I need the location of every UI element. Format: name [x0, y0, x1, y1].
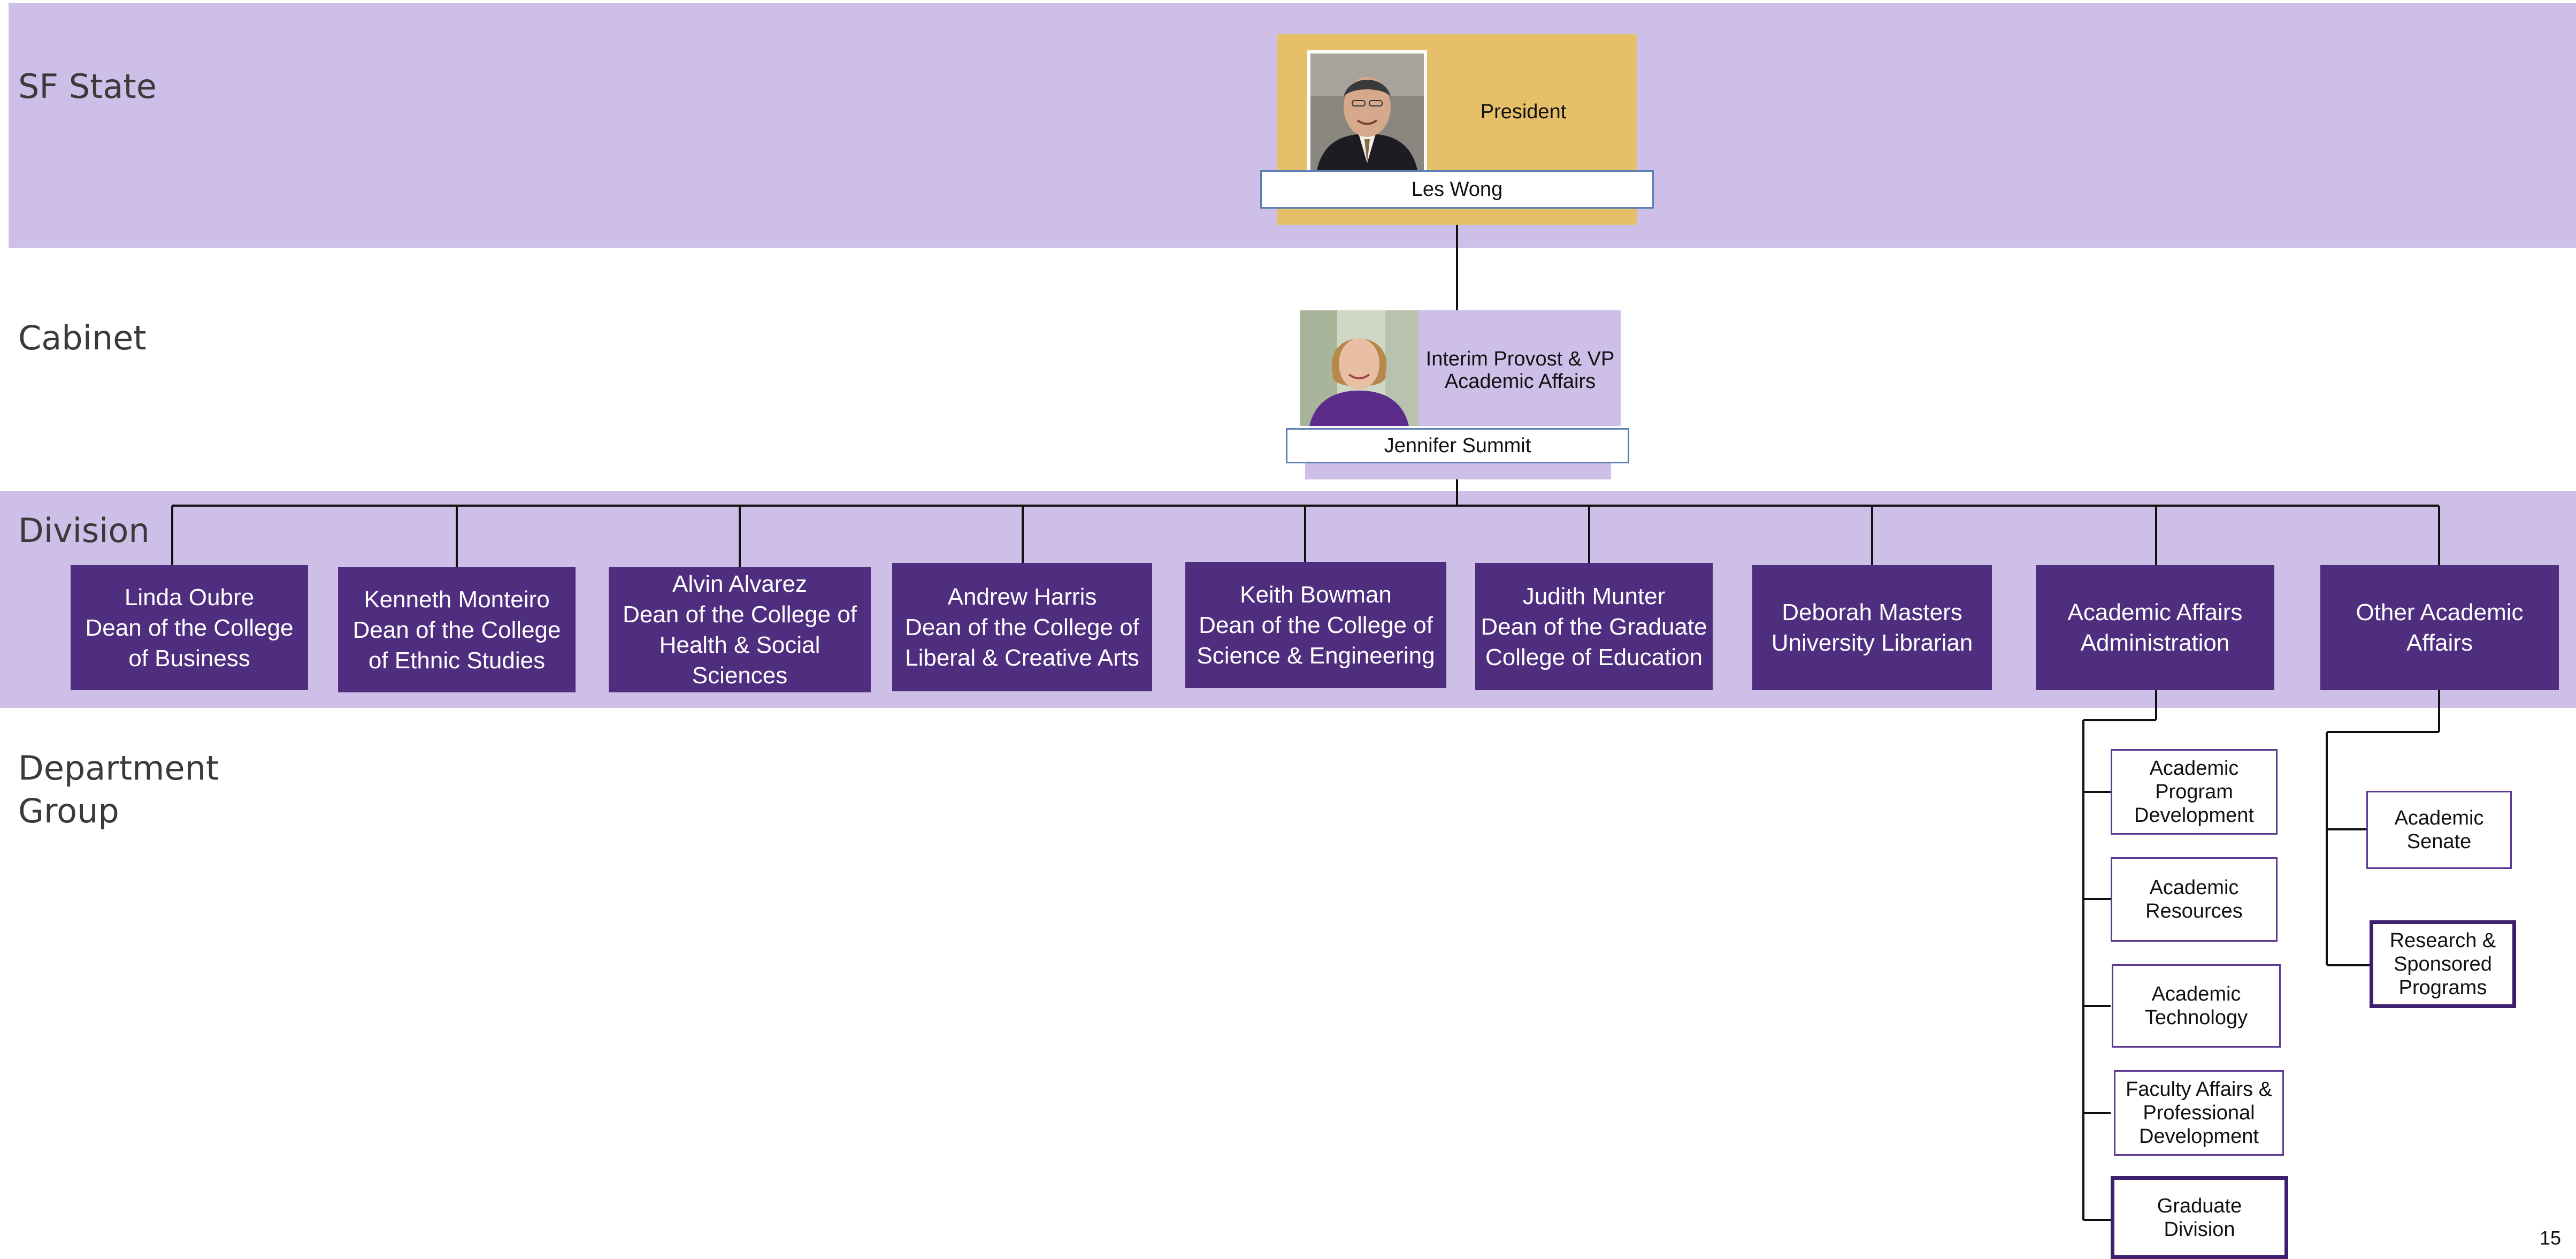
- division-box-business[interactable]: Linda Oubre Dean of the College of Busin…: [71, 565, 308, 690]
- division-box-health-social-sciences[interactable]: Alvin Alvarez Dean of the College of Hea…: [609, 567, 871, 692]
- division-box-university-library[interactable]: Deborah Masters University Librarian: [1752, 565, 1992, 690]
- dept-box-faculty-affairs[interactable]: Faculty Affairs & Professional Developme…: [2114, 1070, 2284, 1156]
- person-photo-icon: [1310, 54, 1424, 176]
- division-label: Linda Oubre Dean of the College of Busin…: [85, 584, 294, 672]
- division-label: Andrew Harris Dean of the College of Lib…: [905, 583, 1139, 671]
- provost-photo: [1300, 310, 1419, 426]
- division-box-science-engineering[interactable]: Keith Bowman Dean of the College of Scie…: [1185, 562, 1446, 688]
- division-label: Alvin Alvarez Dean of the College of Hea…: [623, 571, 857, 689]
- dept-box-academic-technology[interactable]: Academic Technology: [2112, 964, 2281, 1048]
- division-label: Academic Affairs Administration: [2067, 599, 2243, 656]
- dept-box-research-sponsored-programs[interactable]: Research & Sponsored Programs: [2370, 920, 2516, 1008]
- dept-box-graduate-division[interactable]: Graduate Division: [2111, 1176, 2288, 1259]
- tier-label-sf-state: SF State: [18, 67, 157, 106]
- division-box-academic-affairs-administration[interactable]: Academic Affairs Administration: [2036, 565, 2274, 690]
- division-label: Kenneth Monteiro Dean of the College of …: [352, 586, 561, 674]
- person-photo-icon: [1300, 310, 1419, 426]
- provost-name-bar-base: [1305, 463, 1611, 479]
- page-number: 15: [2539, 1227, 2561, 1249]
- president-name-bar: Les Wong: [1260, 170, 1654, 209]
- provost-title: Interim Provost & VP Academic Affairs: [1425, 348, 1615, 393]
- dept-box-academic-resources[interactable]: Academic Resources: [2111, 857, 2278, 942]
- dept-label: Academic Senate: [2394, 807, 2484, 853]
- tier-label-department-group: Department Group: [18, 749, 219, 830]
- dept-label: Graduate Division: [2157, 1194, 2242, 1241]
- dept-box-academic-senate[interactable]: Academic Senate: [2366, 791, 2512, 869]
- division-box-ethnic-studies[interactable]: Kenneth Monteiro Dean of the College of …: [338, 567, 576, 692]
- division-box-other-academic-affairs[interactable]: Other Academic Affairs: [2320, 565, 2559, 690]
- president-title: President: [1480, 101, 1567, 123]
- dept-label: Academic Program Development: [2134, 757, 2254, 827]
- provost-name-bar: Jennifer Summit: [1286, 428, 1629, 463]
- dept-label: Research & Sponsored Programs: [2389, 929, 2496, 999]
- division-label: Judith Munter Dean of the Graduate Colle…: [1481, 583, 1707, 670]
- division-box-graduate-education[interactable]: Judith Munter Dean of the Graduate Colle…: [1475, 563, 1713, 690]
- dept-label: Academic Resources: [2145, 876, 2243, 922]
- dept-label: Academic Technology: [2144, 983, 2248, 1029]
- dept-box-academic-program-development[interactable]: Academic Program Development: [2111, 749, 2278, 835]
- tier-label-division: Division: [18, 511, 150, 550]
- dept-label: Faculty Affairs & Professional Developme…: [2126, 1078, 2272, 1148]
- division-label: Keith Bowman Dean of the College of Scie…: [1197, 581, 1435, 669]
- division-label: Other Academic Affairs: [2356, 599, 2524, 656]
- division-label: Deborah Masters University Librarian: [1771, 599, 1973, 656]
- president-photo: [1307, 50, 1427, 179]
- division-box-liberal-creative-arts[interactable]: Andrew Harris Dean of the College of Lib…: [892, 563, 1152, 691]
- tier-label-cabinet: Cabinet: [18, 318, 147, 357]
